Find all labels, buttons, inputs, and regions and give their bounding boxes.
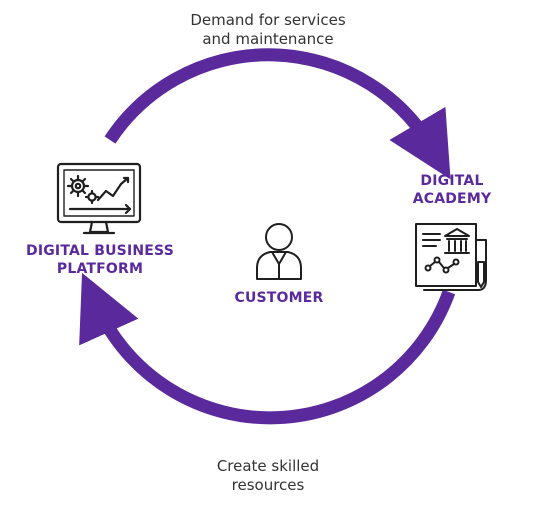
monitor-analytics-icon bbox=[56, 162, 142, 235]
academy-label-line2: ACADEMY bbox=[412, 191, 492, 207]
platform-label-line2: PLATFORM bbox=[56, 261, 144, 277]
bottom-caption-line1: Create skilled bbox=[216, 457, 320, 475]
top-caption: Demand for services and maintenance bbox=[168, 11, 368, 49]
top-caption-line1: Demand for services bbox=[190, 11, 346, 29]
academy-label: DIGITAL ACADEMY bbox=[392, 172, 512, 208]
academy-document-icon bbox=[415, 223, 487, 291]
top-arrow bbox=[104, 48, 451, 180]
platform-label-line1: DIGITAL BUSINESS bbox=[26, 243, 174, 259]
person-icon bbox=[256, 223, 302, 280]
bottom-arrow bbox=[79, 272, 456, 425]
customer-label: CUSTOMER bbox=[214, 289, 344, 307]
bottom-caption: Create skilled resources bbox=[178, 457, 358, 495]
bottom-caption-line2: resources bbox=[231, 476, 305, 494]
customer-label-text: CUSTOMER bbox=[234, 290, 324, 306]
academy-label-line1: DIGITAL bbox=[420, 173, 484, 189]
top-caption-line2: and maintenance bbox=[202, 30, 334, 48]
platform-label: DIGITAL BUSINESS PLATFORM bbox=[20, 242, 180, 278]
